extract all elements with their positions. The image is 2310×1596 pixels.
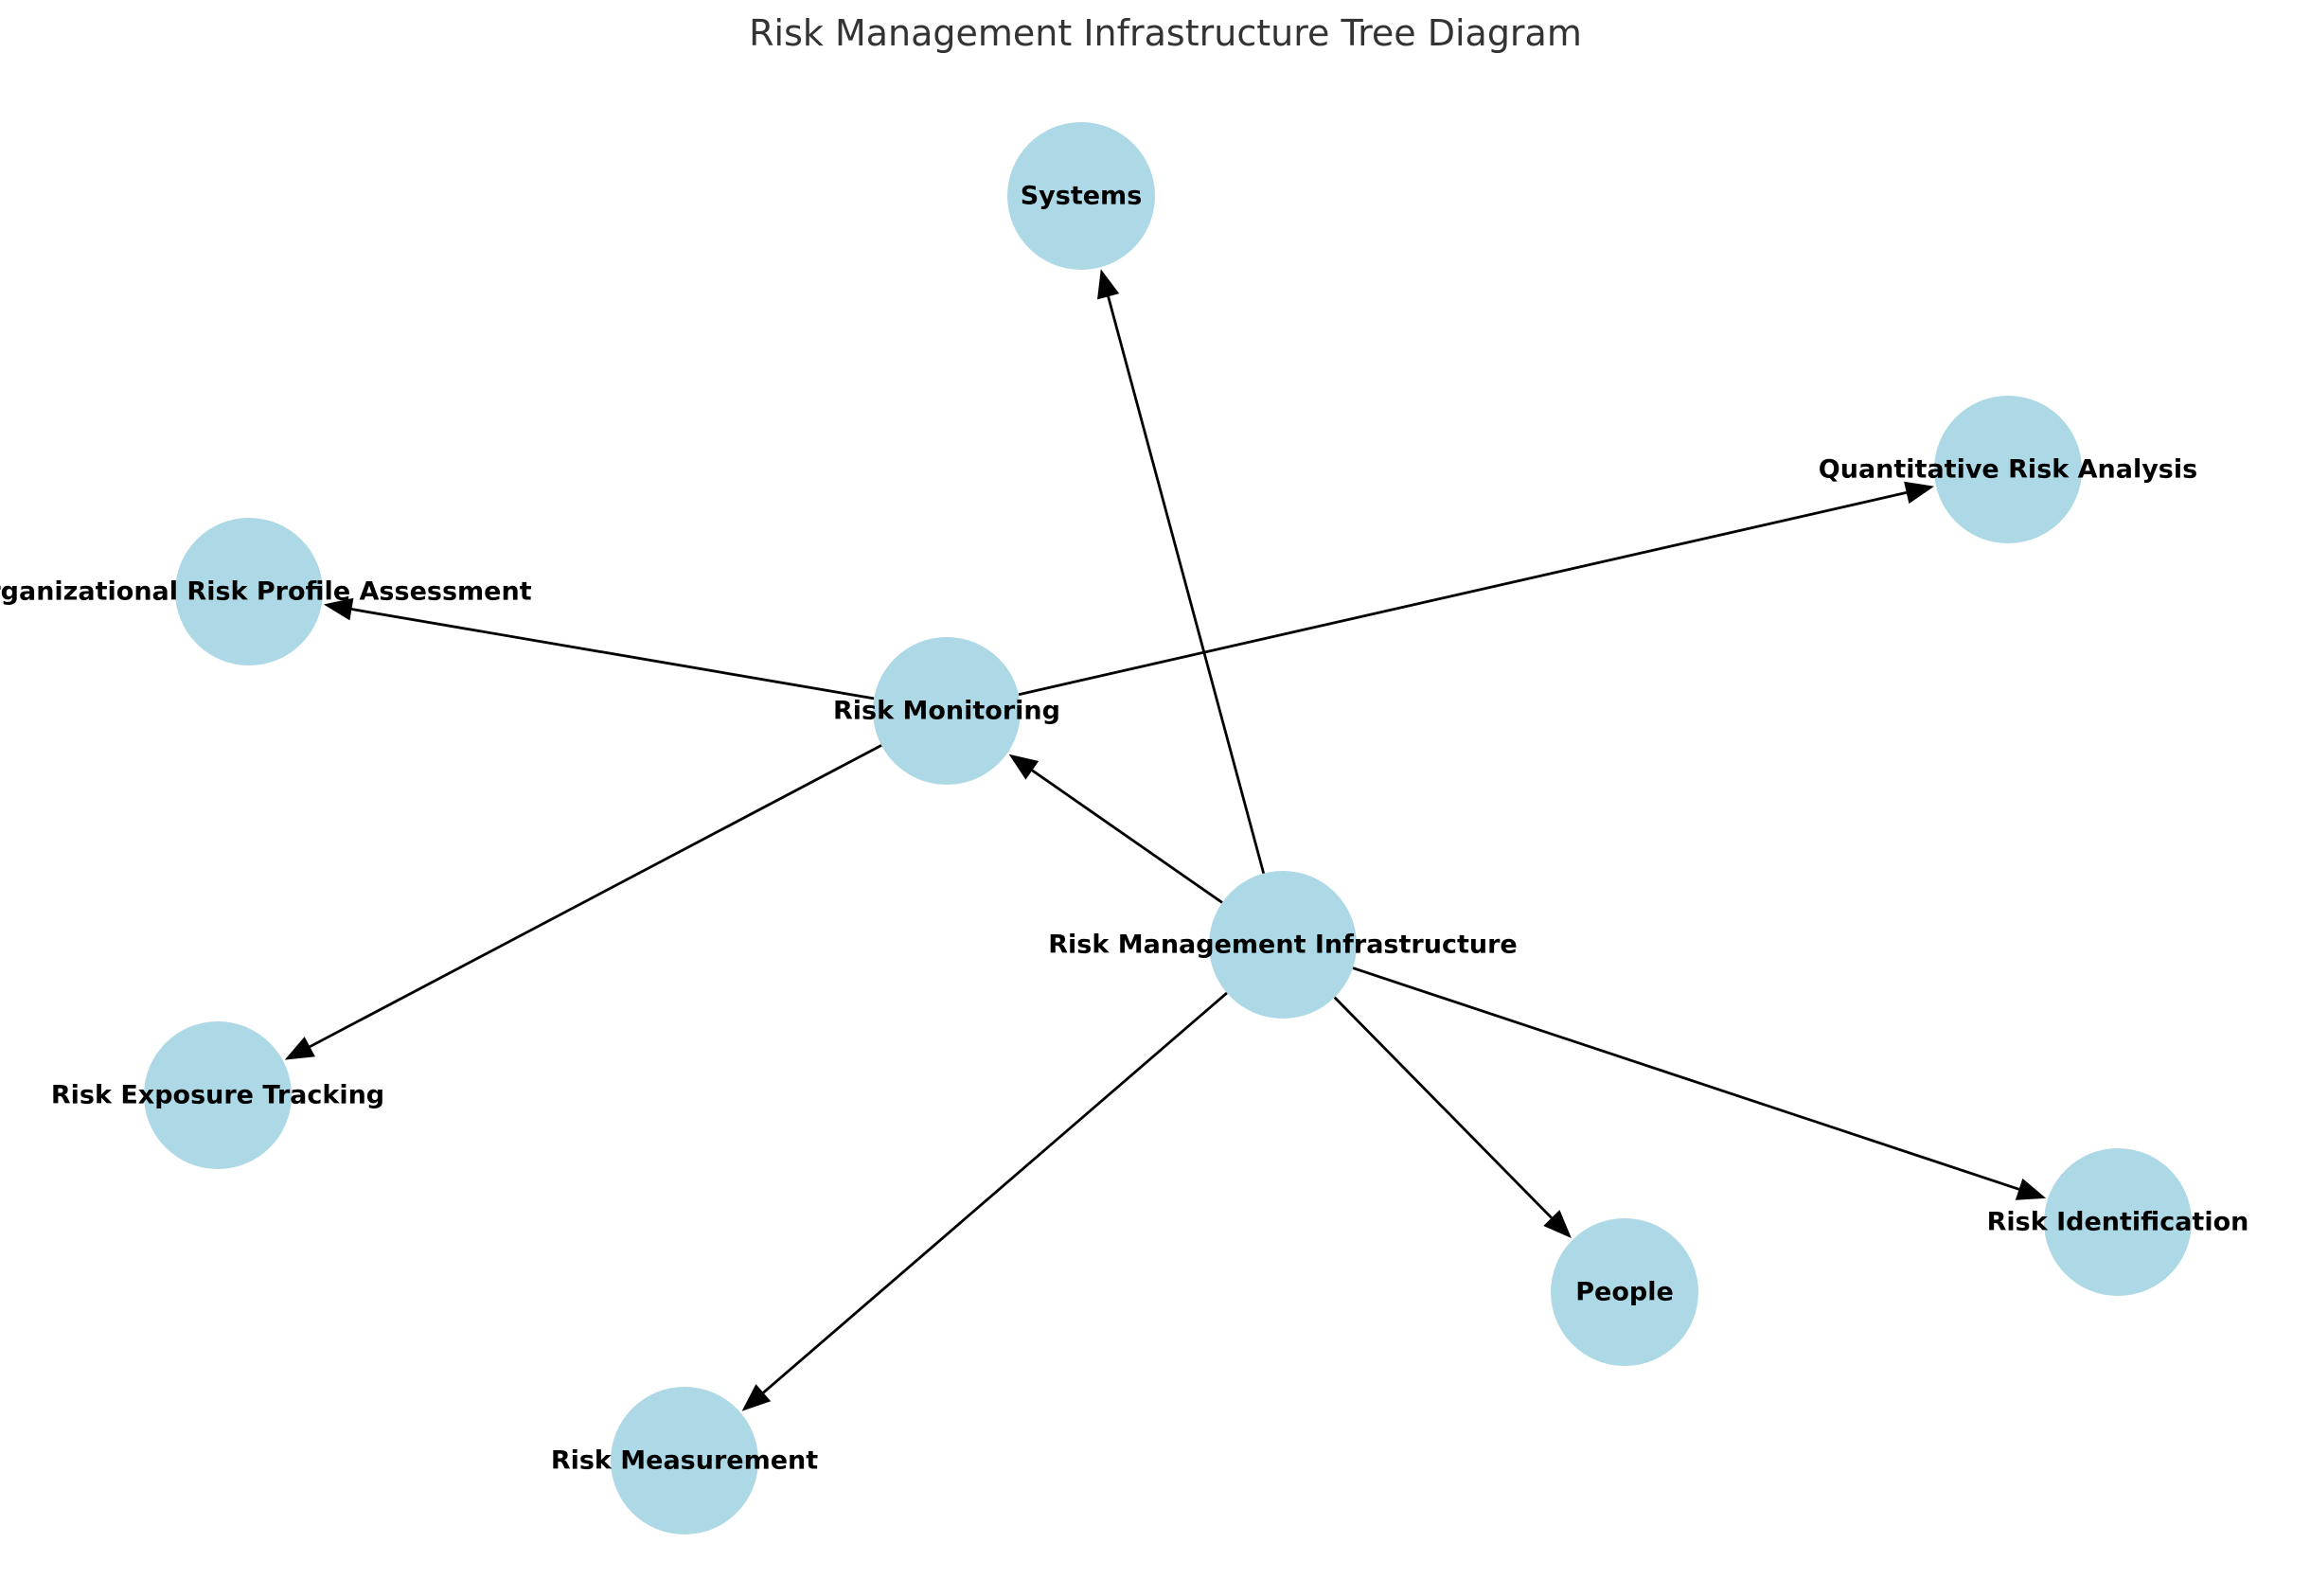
node-label-orgprofile: Organizational Risk Profile Assessment (0, 577, 532, 607)
arrowhead-measurement (741, 1384, 772, 1411)
node-label-rmi: Risk Management Infrastructure (1048, 931, 1517, 960)
nodes-layer (144, 122, 2192, 1534)
node-label-systems: Systems (1021, 182, 1143, 211)
edge-rmi-to-systems (1107, 295, 1266, 875)
edge-rmi-to-monitoring (1031, 769, 1223, 904)
arrowhead-monitoring (1008, 754, 1040, 780)
node-rmi (1209, 871, 1357, 1019)
arrowhead-quant (1904, 481, 1934, 505)
arrowhead-systems (1097, 269, 1120, 300)
node-label-exposure: Risk Exposure Tracking (51, 1081, 384, 1110)
edge-rmi-to-measurement (762, 991, 1228, 1394)
node-exposure (144, 1021, 292, 1169)
node-label-identification: Risk Identification (1987, 1208, 2249, 1237)
node-people (1551, 1218, 1698, 1366)
edge-monitoring-to-orgprofile (351, 608, 875, 700)
edge-monitoring-to-quant (1018, 491, 1908, 697)
arrowhead-people (1543, 1210, 1572, 1238)
node-monitoring (873, 637, 1021, 785)
node-label-measurement: Risk Measurement (551, 1446, 818, 1476)
node-label-people: People (1575, 1278, 1674, 1307)
arrowhead-exposure (284, 1037, 315, 1060)
node-identification (2044, 1148, 2192, 1296)
node-systems (1007, 122, 1155, 270)
labels-layer: Risk Management Infrastructure SystemsRis… (0, 182, 2248, 1476)
node-label-quant: Quantitative Risk Analysis (1819, 455, 2197, 485)
node-label-monitoring: Risk Monitoring (833, 697, 1060, 726)
arrowhead-orgprofile (323, 597, 354, 621)
node-measurement (611, 1387, 758, 1534)
edge-monitoring-to-exposure (309, 744, 882, 1048)
edges-layer (284, 269, 2047, 1411)
diagram-title: Risk Management Infrastructure Tree Diag… (749, 12, 1582, 54)
edge-rmi-to-identification (1352, 966, 2020, 1191)
edge-rmi-to-people (1333, 996, 1553, 1219)
arrowhead-identification (2015, 1178, 2047, 1200)
node-quant (1934, 396, 2082, 543)
node-orgprofile (175, 518, 323, 665)
